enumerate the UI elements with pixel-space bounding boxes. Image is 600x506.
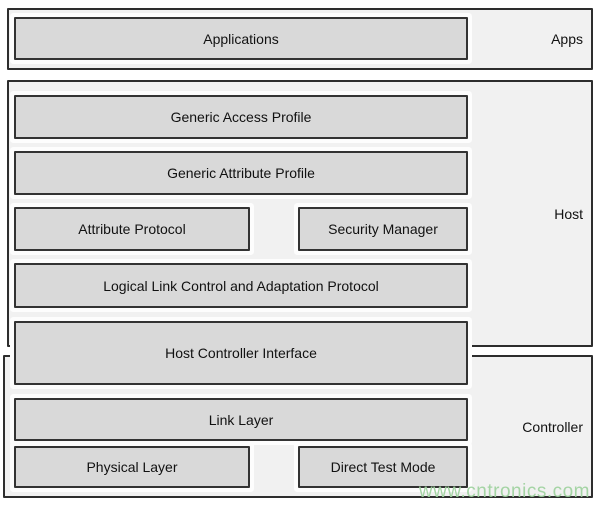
watermark-text: www.cntronics.com [418, 481, 590, 502]
generic-attribute-profile-block-label: Generic Attribute Profile [167, 165, 315, 181]
controller-section-label: Controller [522, 418, 583, 435]
security-manager-block: Security Manager [298, 207, 468, 251]
physical-layer-block: Physical Layer [14, 446, 250, 488]
host-controller-interface-block: Host Controller Interface [14, 321, 468, 385]
applications-block: Applications [14, 17, 468, 60]
attribute-protocol-block: Attribute Protocol [14, 207, 250, 251]
host-section-label: Host [554, 205, 583, 222]
direct-test-mode-block-label: Direct Test Mode [330, 459, 436, 475]
security-manager-block-label: Security Manager [328, 221, 438, 237]
generic-attribute-profile-block: Generic Attribute Profile [14, 151, 468, 195]
l2cap-block-label: Logical Link Control and Adaptation Prot… [103, 277, 379, 294]
link-layer-block-label: Link Layer [208, 411, 274, 428]
apps-section-label: Apps [551, 31, 583, 47]
link-layer-block: Link Layer [14, 398, 468, 441]
direct-test-mode-block: Direct Test Mode [298, 446, 468, 488]
host-controller-interface-block-label: Host Controller Interface [165, 345, 317, 361]
applications-block-label: Applications [203, 30, 279, 47]
l2cap-block: Logical Link Control and Adaptation Prot… [14, 263, 468, 308]
generic-access-profile-block-label: Generic Access Profile [170, 109, 312, 125]
attribute-protocol-block-label: Attribute Protocol [78, 221, 186, 237]
physical-layer-block-label: Physical Layer [86, 459, 178, 475]
generic-access-profile-block: Generic Access Profile [14, 95, 468, 139]
